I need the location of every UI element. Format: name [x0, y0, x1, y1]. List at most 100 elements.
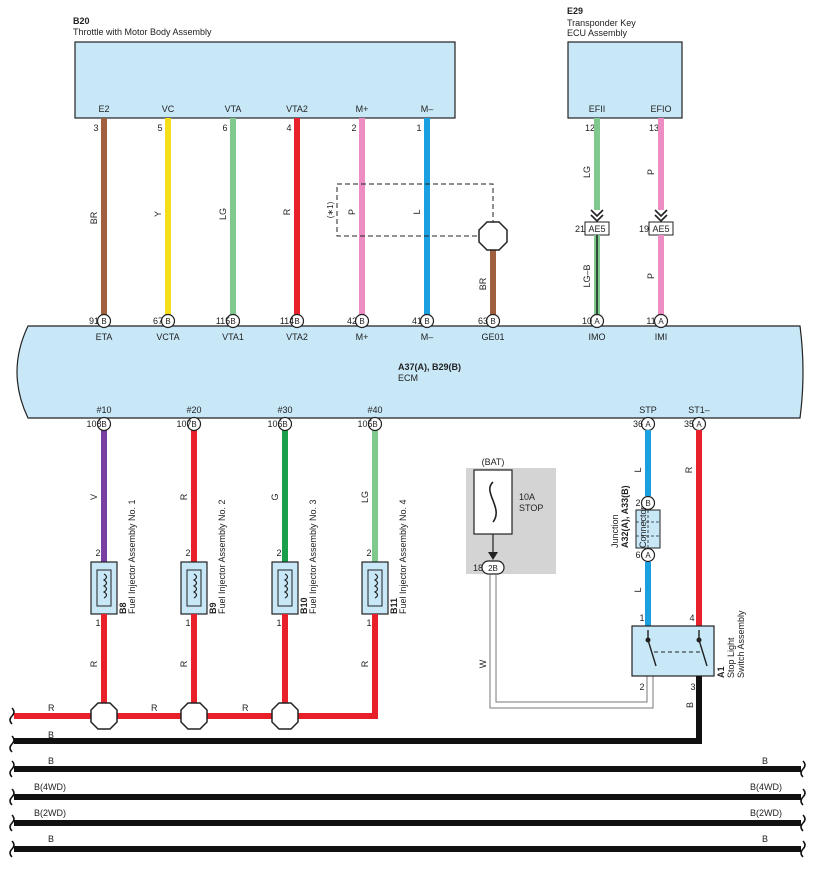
injector-code: B9: [208, 602, 218, 614]
ground-bus-3: [14, 820, 801, 826]
ecm-terminal: [653, 313, 669, 329]
injector-return-wire: [372, 614, 378, 718]
throttle-wire-code: L: [412, 209, 422, 214]
throttle-wire-3-line: [294, 118, 300, 316]
injector-return-code: R: [360, 660, 370, 667]
ecm-pin-name: IMO: [589, 332, 606, 342]
ecm-pin-num: 63: [478, 316, 488, 326]
injector-wire-3-line: [372, 430, 378, 562]
coil-icon: [373, 573, 379, 599]
injector-name: Fuel Injector Assembly No. 4: [398, 499, 408, 614]
stp-wire-bottom: [645, 562, 651, 626]
injector-circuit-2: #30 B 106 G 2 1 B10 Fuel Injector Assemb…: [267, 405, 318, 706]
stoplight-code: A1: [716, 666, 726, 678]
throttle-name: Throttle with Motor Body Assembly: [73, 27, 212, 37]
throttle-wire-code: BR: [89, 211, 99, 224]
bus-label-right: B: [762, 756, 768, 766]
fuse-rating: 10A: [519, 492, 535, 502]
injector-pin-bottom: 1: [95, 618, 100, 628]
ecm-pin-name: GE01: [481, 332, 504, 342]
injector-name: Fuel Injector Assembly No. 2: [217, 499, 227, 614]
throttle-pin-name: M+: [356, 104, 369, 114]
coil-icon: [102, 573, 108, 599]
injector-circuit-3: #40 B 105 LG 2 1 R B11 Fuel Injector Ass…: [357, 405, 408, 718]
ecm-terminal: [160, 313, 176, 329]
bus-label-right: B(2WD): [750, 808, 782, 818]
ecm-pin-name: IMI: [655, 332, 668, 342]
fuse-name: STOP: [519, 503, 543, 513]
ecm-pin-num: 115: [216, 316, 230, 326]
transponder-conn-num: 21: [575, 224, 585, 234]
w-wire-code: W: [478, 659, 488, 668]
throttle-code: B20: [73, 16, 90, 26]
ecm-top-pins: B 91 ETA B 67 VCTA B 115 VTA1 B 114 VTA2…: [89, 313, 669, 342]
throttle-body-box: [74, 41, 456, 119]
connector-chevron-icon: [590, 209, 604, 218]
transponder-pin-name: EFIO: [650, 104, 671, 114]
throttle-pin-num: 1: [416, 123, 421, 133]
ecm-pin-num: 91: [89, 316, 99, 326]
injector-box: [271, 561, 299, 615]
injector-return-wire: [282, 614, 288, 706]
transponder-ecu-box: [567, 41, 683, 119]
throttle-wire-0: E2 3 BR: [89, 104, 110, 316]
ecm-terminal: [419, 313, 435, 329]
injector-coil-frame: [96, 569, 112, 607]
transponder-wire-1: EFIO 13 P AE5 19 P: [639, 104, 674, 316]
switch-blade-icon: [647, 639, 657, 667]
splice-icon: [90, 702, 118, 730]
ecm-conn-letter: A: [658, 317, 664, 326]
injector-pin-bottom: 1: [366, 618, 371, 628]
stop-light-switch-box: [631, 625, 715, 677]
transponder-conn: AE5: [588, 224, 605, 234]
break-mark-icon: [9, 814, 15, 832]
ground-wire-code: B: [685, 702, 695, 708]
bus-label-left: B(2WD): [34, 808, 66, 818]
fuse-conn: 2B: [488, 564, 498, 573]
break-mark-icon: [800, 840, 806, 858]
bus-label-left: B(4WD): [34, 782, 66, 792]
jc-conn-letter: B: [645, 499, 650, 508]
transponder-wire-code-top: LG: [582, 166, 592, 178]
injector-code: B10: [299, 597, 309, 614]
transponder-pin-name: EFII: [589, 104, 606, 114]
stoplight-name-2: Switch Assembly: [736, 610, 746, 678]
st1-wire-code: R: [684, 466, 694, 473]
ecm-pin-name: #40: [367, 405, 382, 415]
w-wire-inner: [495, 574, 648, 703]
throttle-pin-num: 5: [157, 123, 162, 133]
throttle-wire-2: VTA 6 LG: [218, 104, 241, 316]
ge01-wire: [490, 250, 496, 316]
injector-return-code: R: [89, 660, 99, 667]
ecm-pin-name: M–: [421, 332, 434, 342]
bus-label-right: B: [762, 834, 768, 844]
throttle-wire-1-line: [165, 118, 171, 316]
ecm-pin-name: VCTA: [156, 332, 179, 342]
ecm-pin-name: ETA: [96, 332, 113, 342]
ground-bus-4: [14, 846, 801, 852]
ecm-conn-letter: B: [424, 317, 429, 326]
st1-circuit: ST1– A 35 R 4: [684, 405, 710, 626]
throttle-pin-num: 4: [286, 123, 291, 133]
injector-pin-top: 2: [276, 548, 281, 558]
throttle-wire-5-line: [424, 118, 430, 316]
ecm-conn-letter: B: [230, 317, 235, 326]
throttle-pin-num: 3: [93, 123, 98, 133]
transponder-pin-num: 12: [585, 123, 595, 133]
transponder-conn: AE5: [652, 224, 669, 234]
injector-wire-0-line: [101, 430, 107, 562]
ecm-terminal: [289, 313, 305, 329]
injector-code: B11: [389, 598, 399, 614]
injector-wire-code: G: [270, 493, 280, 500]
throttle-wire-code: R: [282, 208, 292, 215]
splice-icon: [271, 702, 299, 730]
st1-wire: [696, 430, 702, 626]
ecm-conn-letter: B: [191, 420, 196, 429]
throttle-wire-2-line: [230, 118, 236, 316]
transponder-pin-num: 13: [649, 123, 659, 133]
switch-pivot: [645, 637, 651, 643]
ecm-pin-num: 41: [412, 316, 422, 326]
transponder-name-2: ECU Assembly: [567, 28, 628, 38]
junction-code: A32(A), A33(B): [620, 485, 630, 548]
